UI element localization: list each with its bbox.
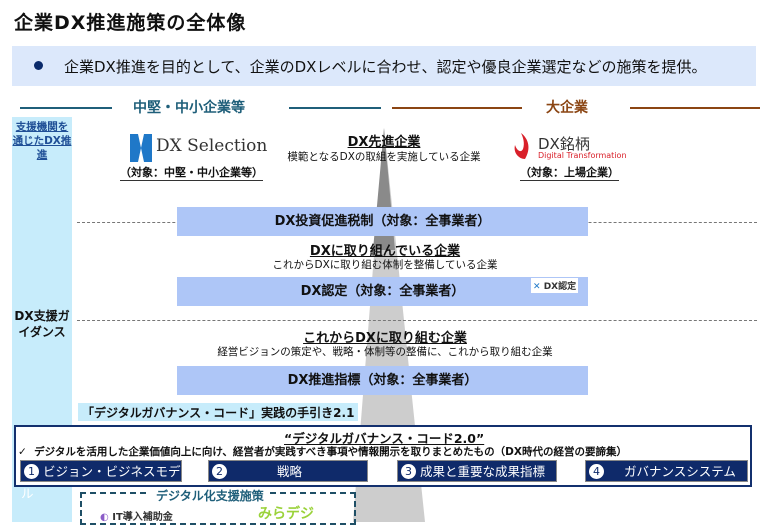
code-desc: デジタルを活用した企業価値向上に向け、経営者が実践すべき事項や情報開示を取りまと… <box>34 446 627 458</box>
pillar-2: 2 戦略 <box>208 460 368 482</box>
it-subsidy-logo: ◐ IT導入補助金 <box>100 508 173 523</box>
divider <box>289 107 381 109</box>
support-label: 支援機関を通じたDX推進 <box>12 121 72 161</box>
dx-meigara-logo: DX銘柄 <box>538 135 590 153</box>
dx-certification-logo: ✕ DX認定 <box>531 278 579 293</box>
dx-tax-bar: DX投資促進税制（対象：全事業者） <box>177 207 588 236</box>
bullet-icon <box>34 61 43 70</box>
advanced-title: DX先進企業 <box>347 135 421 150</box>
number-icon: 4 <box>589 464 604 479</box>
advanced-desc: 模範となるDXの取組を実施している企業 <box>287 151 481 163</box>
dx-certification-logo-text: DX認定 <box>543 282 577 292</box>
large-header: 大企業 <box>546 100 588 116</box>
middle-desc: これからDXに取り組む体制を整備している企業 <box>272 259 498 271</box>
dx-selection-logo-icon <box>130 134 152 162</box>
number-icon: 1 <box>24 464 39 479</box>
dx-selection-logo: DX Selection <box>156 136 268 156</box>
code-title: “デジタルガバナンス・コード2.0” <box>284 431 485 446</box>
mirai-digi-logo: みらデジ <box>258 506 314 522</box>
dx-meigara-sub: Digital Transformation <box>538 151 627 160</box>
lower-desc: 経営ビジョンの策定や、戦略・体制等の整備に、これから取り組む企業 <box>217 346 553 358</box>
number-icon: 3 <box>401 464 416 479</box>
check-icon: ✓ <box>18 446 27 458</box>
pillar-label: ビジョン・ビジネスモデル <box>21 464 181 501</box>
pillar-4: 4 ガバナンスシステム <box>585 460 748 482</box>
number-icon: 2 <box>212 464 227 479</box>
it-subsidy-text: IT導入補助金 <box>112 512 173 523</box>
it-logo-icon: ◐ <box>100 512 109 523</box>
guide-label: 「デジタルガバナンス・コード」実践の手引き2.1 <box>78 403 359 421</box>
pillar-3: 3 成果と重要な成果指標 <box>397 460 557 482</box>
dashed-divider <box>77 320 757 321</box>
dx-meigara-logo-icon <box>514 133 529 159</box>
divider <box>630 107 760 109</box>
divider <box>20 107 112 109</box>
sme-header: 中堅・中小企業等 <box>133 100 245 116</box>
dx-selection-target: （対象：中堅・中小企業等） <box>120 166 263 181</box>
pillar-label: 戦略 <box>277 464 303 479</box>
dx-certification-bar: DX認定（対象：全事業者） <box>177 277 588 306</box>
page-title: 企業DX推進施策の全体像 <box>14 12 247 34</box>
divider <box>392 107 522 109</box>
lower-title: これからDXに取り組む企業 <box>303 331 467 346</box>
summary-band: 企業DX推進を目的として、企業のDXレベルに合わせ、認定や優良企業選定などの施策… <box>12 46 756 86</box>
middle-title: DXに取り組んでいる企業 <box>309 244 461 259</box>
dx-meigara-target: （対象：上場企業） <box>520 166 619 181</box>
summary-text: 企業DX推進を目的として、企業のDXレベルに合わせ、認定や優良企業選定などの施策… <box>64 58 707 76</box>
pillar-label: 成果と重要な成果指標 <box>420 464 546 479</box>
dx-index-bar: DX推進指標（対象：全事業者） <box>177 366 588 395</box>
guidance-label: DX支援ガイダンス <box>14 309 70 339</box>
dx-mark-icon: ✕ <box>533 282 541 292</box>
pillar-label: ガバナンスシステム <box>624 464 736 479</box>
digital-title: デジタル化支援施策 <box>150 487 270 504</box>
